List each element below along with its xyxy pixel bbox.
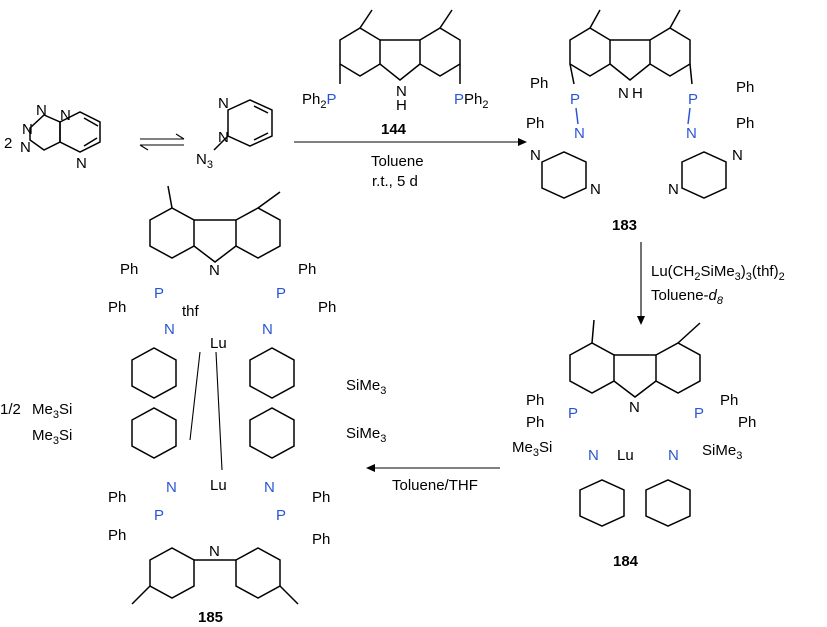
sime3-right-184: SiMe3 xyxy=(702,442,742,462)
svg-text:N: N xyxy=(629,399,640,416)
compound-label-184: 184 xyxy=(613,553,639,570)
svg-text:Ph: Ph xyxy=(530,75,548,92)
compound-label-185: 185 xyxy=(198,609,223,626)
svg-text:N: N xyxy=(20,139,31,156)
svg-text:N: N xyxy=(209,262,220,279)
svg-text:P: P xyxy=(694,405,704,422)
me3si-185-b: Me3Si xyxy=(32,427,72,447)
compound-label-183: 183 xyxy=(612,217,637,234)
me3si-left-184: Me3Si xyxy=(512,439,552,459)
step3-solvent: Toluene/THF xyxy=(392,477,478,494)
svg-text:N: N xyxy=(668,447,679,464)
svg-text:N: N xyxy=(732,147,743,164)
svg-text:Ph: Ph xyxy=(312,531,330,548)
svg-text:N: N xyxy=(262,321,273,338)
me3si-185-a: Me3Si xyxy=(32,401,72,421)
svg-text:Ph: Ph xyxy=(738,414,756,431)
svg-text:H: H xyxy=(632,85,643,102)
svg-text:Ph: Ph xyxy=(318,299,336,316)
svg-text:N: N xyxy=(574,125,585,142)
compound-144-structure: N H Ph2P PPh2 144 xyxy=(302,9,489,138)
reaction-arrow-3: Toluene/THF xyxy=(366,464,500,494)
svg-text:N: N xyxy=(618,85,629,102)
svg-text:N: N xyxy=(530,147,541,164)
svg-text:N: N xyxy=(218,129,229,146)
thf-ligand: thf xyxy=(182,303,200,320)
svg-text:Ph: Ph xyxy=(526,414,544,431)
svg-text:Ph: Ph xyxy=(120,261,138,278)
reaction-arrow-2: Lu(CH2SiMe3)3(thf)2 Toluene-d8 xyxy=(637,242,785,325)
compound-label-144: 144 xyxy=(381,121,407,138)
svg-text:P: P xyxy=(688,91,698,108)
svg-text:Ph: Ph xyxy=(526,392,544,409)
half-coefficient: 1/2 xyxy=(0,401,21,418)
azidopyrimidine-structure: N N N3 xyxy=(196,95,273,171)
lu-reagent: Lu(CH2SiMe3)3(thf)2 xyxy=(651,263,785,283)
equilibrium-arrows xyxy=(139,133,185,151)
lu-center-184: Lu xyxy=(617,447,634,464)
svg-text:P: P xyxy=(154,507,164,524)
svg-text:Ph: Ph xyxy=(108,299,126,316)
svg-text:P: P xyxy=(276,285,286,302)
stoich-coefficient: 2 xyxy=(4,135,12,152)
svg-text:Ph: Ph xyxy=(108,527,126,544)
svg-text:P: P xyxy=(154,285,164,302)
nh-hydrogen: H xyxy=(396,97,407,114)
svg-text:P: P xyxy=(568,405,578,422)
compound-185-structure: N Ph Ph P N Ph Ph P N thf Lu Me3Si SiMe3… xyxy=(0,185,386,626)
svg-text:N: N xyxy=(264,479,275,496)
svg-text:Ph: Ph xyxy=(720,392,738,409)
compound-184-structure: N Ph Ph P Ph Ph P Lu Me3Si SiMe3 N N 184 xyxy=(512,319,756,570)
svg-text:N: N xyxy=(590,181,601,198)
sime3-185-b: SiMe3 xyxy=(346,425,386,445)
compound-183-structure: N H Ph Ph P N Ph Ph P N N N N N 183 xyxy=(526,9,754,234)
sime3-185-a: SiMe3 xyxy=(346,377,386,397)
svg-text:N: N xyxy=(36,102,47,119)
svg-text:N: N xyxy=(60,107,71,124)
svg-text:Ph: Ph xyxy=(526,115,544,132)
tetrazole-ring xyxy=(29,114,61,151)
svg-text:N: N xyxy=(686,125,697,142)
pyrimidine-ring xyxy=(59,111,101,153)
svg-text:N: N xyxy=(218,95,229,112)
reaction-arrow-1: Toluene r.t., 5 d xyxy=(294,138,527,190)
svg-text:N: N xyxy=(668,181,679,198)
step2-solvent: Toluene-d8 xyxy=(651,287,724,307)
azide-group: N3 xyxy=(196,151,213,171)
condition-time: r.t., 5 d xyxy=(372,173,418,190)
svg-text:N: N xyxy=(588,447,599,464)
nh-nitrogen: N xyxy=(396,83,407,100)
svg-text:N: N xyxy=(22,121,33,138)
svg-text:Ph: Ph xyxy=(298,261,316,278)
svg-text:P: P xyxy=(276,507,286,524)
svg-text:Lu: Lu xyxy=(210,477,227,494)
svg-text:Ph: Ph xyxy=(312,489,330,506)
pyrimidine-n: N xyxy=(76,155,87,172)
condition-solvent: Toluene xyxy=(371,153,424,170)
svg-text:P: P xyxy=(570,91,580,108)
lu-center-185-top: Lu xyxy=(210,335,227,352)
svg-text:N: N xyxy=(166,479,177,496)
pyrimidine-ring xyxy=(227,99,273,147)
svg-text:Ph: Ph xyxy=(736,115,754,132)
svg-text:Ph: Ph xyxy=(736,79,754,96)
ph2p-left-label: Ph2P xyxy=(302,91,337,111)
tetrazolopyrimidine-structure: 2 N N N N N xyxy=(4,102,101,172)
svg-text:N: N xyxy=(164,321,175,338)
svg-text:Ph: Ph xyxy=(108,489,126,506)
pph2-right-label: PPh2 xyxy=(454,91,489,111)
svg-text:N: N xyxy=(209,543,220,560)
